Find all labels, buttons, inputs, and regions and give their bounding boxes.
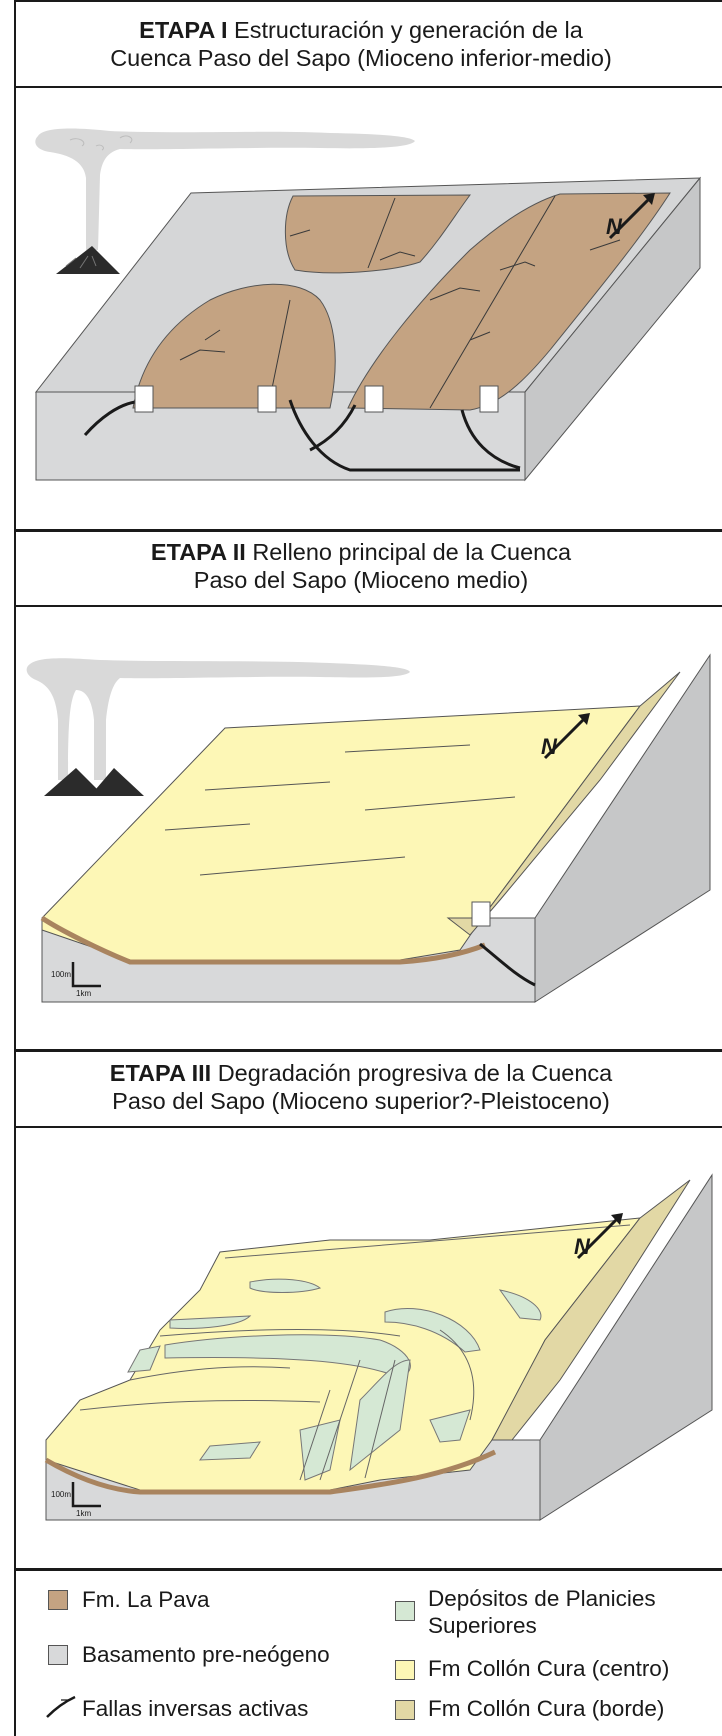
stage-2-line1: Relleno principal de la Cuenca — [252, 539, 572, 565]
volcano-cone — [90, 768, 144, 796]
stage-3-label: ETAPA III — [109, 1060, 212, 1086]
la-pava-swatch — [48, 1590, 68, 1610]
scale-horizontal-label: 1km — [76, 1509, 91, 1518]
collon-cura-center-surface — [41, 705, 642, 961]
divider — [14, 1126, 722, 1128]
la-pava-patch — [347, 192, 671, 411]
legend-faults: Fallas inversas activas — [82, 1696, 309, 1721]
volcano-cone — [56, 246, 120, 274]
active-faults — [83, 399, 521, 472]
la-pava-base — [40, 915, 486, 965]
la-pava-base — [44, 1449, 497, 1495]
legend-basement: Basamento pre-neógeno — [82, 1642, 330, 1667]
stage-3-block-diagram: 100m 1km N — [44, 1173, 713, 1521]
stage-3-title: ETAPA III Degradación progresiva de la C… — [14, 1059, 708, 1115]
divider — [14, 0, 722, 2]
fault-symbol-icon — [46, 1695, 76, 1718]
collon-cura-border — [491, 1179, 691, 1441]
stage-1-line1: Estructuración y generación de la — [234, 17, 583, 43]
divider — [14, 529, 722, 532]
planicie-swatch — [395, 1601, 415, 1621]
stage-2-title: ETAPA II Relleno principal de la Cuenca … — [14, 538, 708, 594]
stage-1-line2: Cuenca Paso del Sapo (Mioceno inferior-m… — [110, 45, 612, 71]
scale-bar: 100m 1km — [51, 962, 101, 998]
legend-collon-cura-center: Fm Collón Cura (centro) — [428, 1656, 670, 1681]
legend-planicie-line1: Depósitos de Planicies — [428, 1586, 656, 1611]
stage-1-label: ETAPA I — [139, 17, 228, 43]
divider — [14, 1049, 722, 1052]
basement-side-face — [539, 1173, 713, 1521]
scale-vertical-label: 100m — [51, 970, 71, 979]
volcano-cone — [44, 768, 104, 796]
la-pava-patch — [284, 194, 472, 274]
stage-2-label: ETAPA II — [150, 539, 246, 565]
north-label: N — [606, 214, 623, 239]
figure-frame — [14, 0, 720, 1736]
legend-la-pava: Fm. La Pava — [82, 1587, 210, 1612]
north-label: N — [574, 1234, 591, 1259]
stage-2-line2: Paso del Sapo (Mioceno medio) — [193, 567, 529, 593]
north-arrow: N — [541, 713, 590, 760]
stage-1-block-diagram: N — [34, 128, 702, 482]
scale-horizontal-label: 1km — [76, 989, 91, 998]
divider — [14, 1568, 722, 1571]
divider — [14, 605, 722, 607]
volcano-plume — [35, 128, 416, 250]
active-fault — [479, 942, 536, 987]
fault-plane-symbol — [364, 385, 384, 413]
legend-collon-cura-border: Fm Collón Cura (borde) — [428, 1696, 665, 1721]
stage-2-block-diagram: 100m 1km N — [26, 653, 711, 1003]
volcano-plume — [26, 658, 410, 780]
stage-1-title: ETAPA I Estructuración y generación de l… — [14, 16, 708, 72]
north-arrow: N — [574, 1213, 623, 1260]
scale-vertical-label: 100m — [51, 1490, 71, 1499]
divider — [14, 86, 722, 88]
fault-plane-symbol — [257, 385, 277, 413]
basement-side-face — [524, 176, 701, 482]
basement-swatch — [48, 1645, 68, 1665]
scale-bar: 100m 1km — [51, 1482, 101, 1518]
planicie-deposits — [127, 1278, 542, 1481]
fault-plane-symbol — [479, 385, 499, 413]
basement-side-face — [534, 653, 711, 1003]
la-pava-patch — [132, 283, 336, 409]
north-label: N — [541, 734, 558, 759]
fault-plane-symbol — [471, 901, 491, 927]
north-arrow: N — [606, 193, 655, 240]
collon-cura-border-swatch — [395, 1700, 415, 1720]
fault-plane-symbol — [134, 385, 154, 413]
legend-planicie-line2: Superiores — [428, 1613, 537, 1638]
collon-cura-center-swatch — [395, 1660, 415, 1680]
stage-3-line2: Paso del Sapo (Mioceno superior?-Pleisto… — [112, 1088, 610, 1114]
legend-planicie: Depósitos de Planicies Superiores — [428, 1585, 656, 1639]
stage-3-line1: Degradación progresiva de la Cuenca — [217, 1060, 613, 1086]
